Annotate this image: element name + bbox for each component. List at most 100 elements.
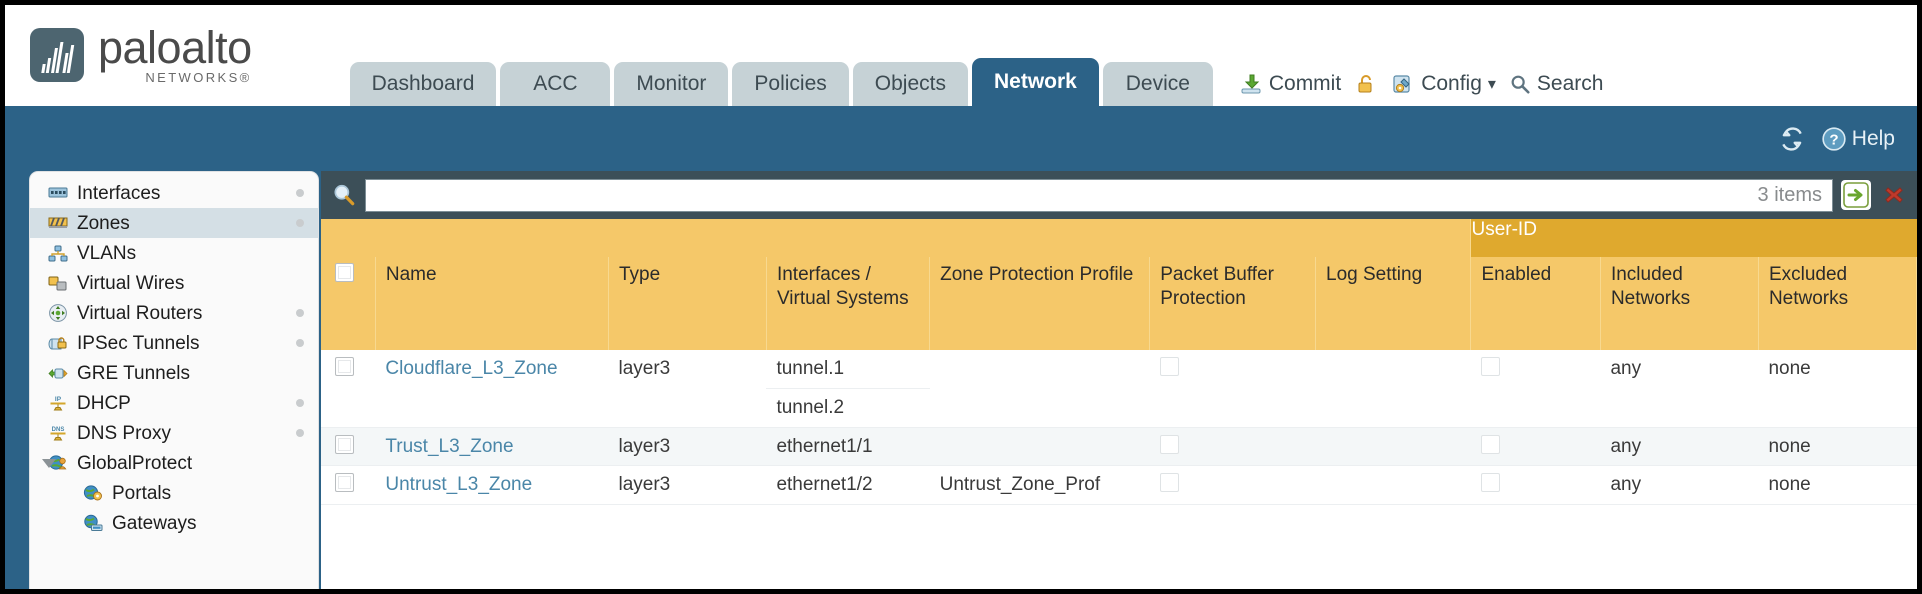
- packet-buffer-protection-checkbox[interactable]: [1159, 473, 1179, 493]
- zone-name-link[interactable]: Cloudflare_L3_Zone: [385, 358, 558, 379]
- row-select-checkbox[interactable]: [335, 357, 354, 376]
- packet-buffer-protection-checkbox[interactable]: [1159, 357, 1179, 376]
- column-header-log-setting[interactable]: Log Setting: [1315, 257, 1472, 350]
- cell-name: Untrust_L3_Zone: [375, 465, 609, 505]
- sidebar-status-dot: [296, 339, 304, 347]
- virtual-wires-icon: [47, 273, 69, 293]
- sidebar-item-zones[interactable]: Zones: [30, 208, 318, 238]
- column-header-type[interactable]: Type: [608, 257, 767, 350]
- main-body: Interfaces Zones: [5, 171, 1917, 589]
- interfaces-icon: [47, 183, 69, 203]
- main-nav-tabs: Dashboard ACC Monitor Policies Objects N…: [349, 57, 1213, 106]
- userid-enabled-checkbox[interactable]: [1480, 357, 1500, 376]
- row-select-checkbox[interactable]: [335, 434, 354, 454]
- column-header-included-networks[interactable]: Included Networks: [1600, 257, 1759, 350]
- padlock-icon[interactable]: [1354, 72, 1378, 96]
- search-toolbar: 3 items: [321, 171, 1917, 219]
- table-row[interactable]: Untrust_L3_Zone layer3 ethernet1/2 Untru…: [321, 465, 1917, 505]
- zone-name-link[interactable]: Trust_L3_Zone: [385, 435, 514, 457]
- virtual-routers-icon: [47, 303, 69, 323]
- search-label: Search: [1536, 72, 1604, 95]
- header-actions: Commit Config ▾: [1239, 72, 1604, 106]
- search-input[interactable]: 3 items: [365, 178, 1833, 212]
- tab-policies[interactable]: Policies: [732, 61, 849, 106]
- sidebar-status-dot: [296, 429, 304, 437]
- tab-dashboard[interactable]: Dashboard: [349, 61, 497, 106]
- cell-log-setting: [1315, 465, 1471, 505]
- item-count-label: 3 items: [1757, 183, 1822, 206]
- zones-icon: [47, 213, 69, 233]
- tab-acc[interactable]: ACC: [500, 61, 611, 106]
- help-link[interactable]: ? Help: [1821, 126, 1895, 152]
- sub-header-bar: ? Help: [5, 106, 1917, 171]
- userid-enabled-checkbox[interactable]: [1480, 473, 1500, 493]
- cell-interfaces: ethernet1/2: [766, 465, 930, 505]
- sidebar-item-label: Interfaces: [77, 182, 161, 204]
- column-header-zone-protection-profile[interactable]: Zone Protection Profile: [929, 257, 1151, 350]
- top-header-bar: paloalto NETWORKS® Dashboard ACC Monitor…: [5, 5, 1917, 106]
- sidebar-item-ipsec-tunnels[interactable]: IPSec Tunnels: [30, 328, 318, 358]
- network-sidebar: Interfaces Zones: [29, 171, 319, 589]
- column-header-interfaces[interactable]: Interfaces / Virtual Systems: [766, 257, 931, 350]
- sidebar-item-virtual-wires[interactable]: Virtual Wires: [30, 268, 318, 298]
- cell-excluded-networks: none: [1758, 427, 1917, 467]
- sidebar-item-gateways[interactable]: Gateways: [30, 508, 318, 538]
- commit-icon: [1239, 72, 1263, 96]
- svg-text:DNS: DNS: [52, 427, 65, 433]
- sidebar-item-dhcp[interactable]: IP DHCP: [30, 388, 318, 418]
- sidebar-item-dns-proxy[interactable]: DNS DNS Proxy: [30, 418, 318, 448]
- commit-button[interactable]: Commit: [1239, 72, 1341, 96]
- sidebar-item-globalprotect[interactable]: GlobalProtect: [30, 448, 318, 478]
- search-icon[interactable]: [331, 182, 357, 208]
- commit-label: Commit: [1268, 72, 1342, 95]
- column-header-packet-buffer-protection[interactable]: Packet Buffer Protection: [1149, 257, 1316, 350]
- userid-enabled-checkbox[interactable]: [1480, 434, 1500, 454]
- cell-included-networks: any: [1600, 350, 1759, 428]
- column-header-name[interactable]: Name: [375, 257, 609, 350]
- svg-text:?: ?: [1829, 131, 1838, 148]
- sidebar-status-dot: [296, 399, 304, 407]
- help-question-icon: ?: [1821, 126, 1847, 152]
- tab-objects[interactable]: Objects: [852, 61, 968, 106]
- cell-packet-buffer-protection: [1149, 350, 1316, 428]
- sidebar-item-portals[interactable]: Portals: [30, 478, 318, 508]
- paloalto-logo-mark-icon: [30, 27, 84, 82]
- ipsec-tunnels-icon: [47, 333, 69, 353]
- tab-device[interactable]: Device: [1102, 61, 1213, 106]
- table-row[interactable]: Cloudflare_L3_Zone layer3 tunnel.1 tunne…: [321, 350, 1917, 428]
- brand-name: paloalto: [98, 22, 252, 73]
- table-header-row: Name Type Interfaces / Virtual Systems Z…: [321, 257, 1917, 350]
- select-all-checkbox[interactable]: [335, 263, 354, 282]
- row-select-cell: [321, 350, 376, 428]
- select-all-header: [321, 257, 376, 350]
- config-dropdown[interactable]: Config ▾: [1391, 72, 1496, 96]
- sidebar-item-label: DHCP: [77, 392, 131, 414]
- zone-name-link[interactable]: Untrust_L3_Zone: [385, 474, 533, 496]
- cell-excluded-networks: none: [1758, 465, 1917, 505]
- sidebar-item-virtual-routers[interactable]: Virtual Routers: [30, 298, 318, 328]
- sidebar-item-gre-tunnels[interactable]: GRE Tunnels: [30, 358, 318, 388]
- sidebar-item-label: VLANs: [77, 242, 137, 264]
- cell-packet-buffer-protection: [1149, 465, 1316, 505]
- packet-buffer-protection-checkbox[interactable]: [1159, 434, 1179, 454]
- column-header-userid-enabled[interactable]: Enabled: [1470, 257, 1601, 350]
- sidebar-item-interfaces[interactable]: Interfaces: [30, 178, 318, 208]
- cell-log-setting: [1315, 427, 1471, 467]
- apply-filter-button[interactable]: [1841, 180, 1871, 210]
- column-header-excluded-networks[interactable]: Excluded Networks: [1758, 257, 1917, 350]
- row-select-checkbox[interactable]: [335, 473, 354, 493]
- cell-zone-protection-profile: [929, 427, 1150, 467]
- tab-network[interactable]: Network: [971, 57, 1099, 106]
- sidebar-item-vlans[interactable]: VLANs: [30, 238, 318, 268]
- clear-filter-button[interactable]: [1879, 180, 1909, 210]
- config-label: Config: [1421, 72, 1482, 95]
- tab-monitor[interactable]: Monitor: [614, 61, 729, 106]
- expand-collapse-triangle-icon[interactable]: [42, 458, 56, 468]
- search-button[interactable]: Search: [1509, 72, 1604, 96]
- table-row[interactable]: Trust_L3_Zone layer3 ethernet1/1 any: [321, 427, 1917, 467]
- cell-name: Trust_L3_Zone: [375, 427, 609, 467]
- cell-userid-enabled: [1470, 350, 1601, 428]
- sidebar-item-label: GRE Tunnels: [77, 362, 190, 384]
- table-group-header-row: User-ID: [321, 219, 1917, 257]
- refresh-icon[interactable]: [1779, 126, 1805, 152]
